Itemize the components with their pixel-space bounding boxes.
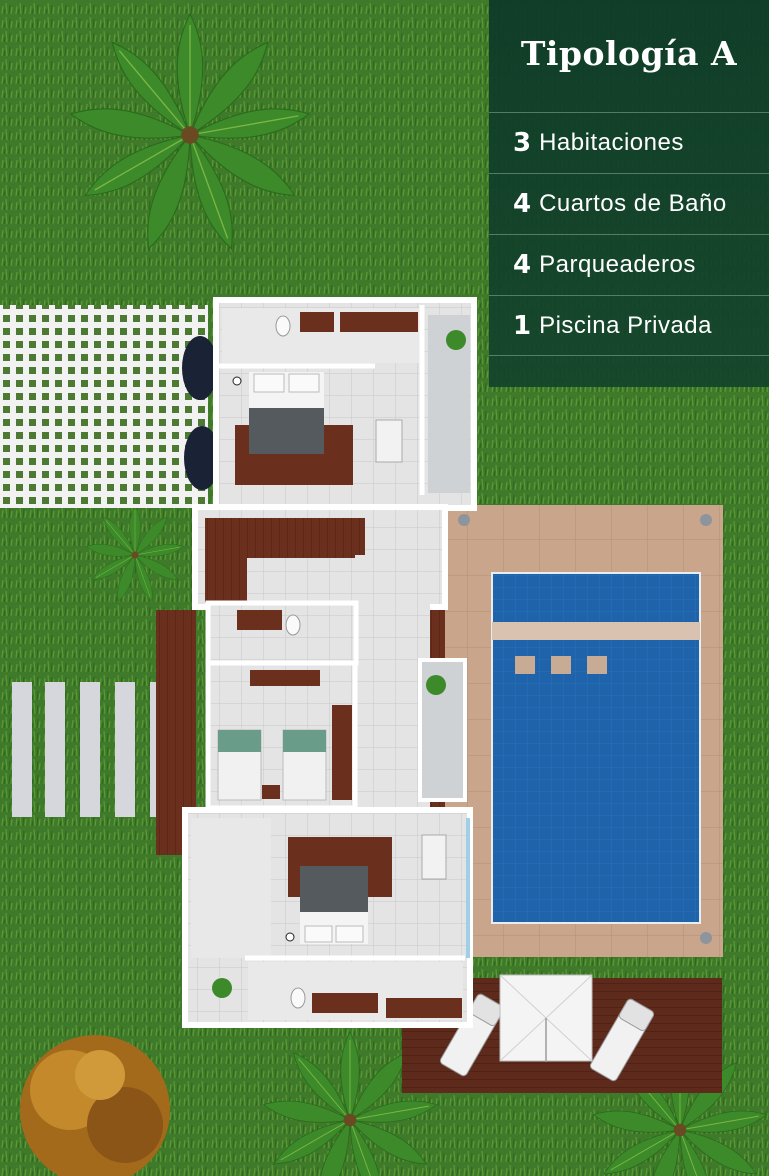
feature-row-bathrooms: 4 Cuartos de Baño xyxy=(489,173,769,234)
plant-pot xyxy=(212,978,232,998)
wardrobe xyxy=(340,312,418,332)
feature-row-bedrooms: 3 Habitaciones xyxy=(489,112,769,173)
hallway xyxy=(355,555,430,815)
pool-step-1 xyxy=(515,656,535,674)
toilet xyxy=(275,315,291,337)
desk-middle xyxy=(250,670,320,686)
pillow xyxy=(335,925,364,943)
desk-bottom xyxy=(421,834,447,880)
vanity-middle xyxy=(237,610,282,630)
wardrobe-bottom xyxy=(386,998,462,1018)
vanity-top xyxy=(300,312,334,332)
toilet xyxy=(285,614,301,636)
umbrella xyxy=(499,974,593,1062)
feature-label: Cuartos de Baño xyxy=(539,190,727,217)
glass-railing xyxy=(466,818,470,958)
feature-label: Piscina Privada xyxy=(539,311,713,339)
feature-row-pool: 1 Piscina Privada xyxy=(489,295,769,356)
vanity-bottom xyxy=(312,993,378,1013)
pillow xyxy=(288,373,320,393)
plant-pot xyxy=(446,330,466,350)
car-top xyxy=(182,336,218,400)
twin-bed-right-blanket xyxy=(283,730,326,752)
toilet xyxy=(290,987,306,1009)
sun-lounger-right xyxy=(589,998,655,1082)
pillow xyxy=(253,373,285,393)
typology-title: Tipología A xyxy=(520,34,738,73)
feature-row-parking: 4 Parqueaderos xyxy=(489,234,769,295)
staircase xyxy=(247,518,365,558)
typology-info-panel: Tipología A 3 Habitaciones 4 Cuartos de … xyxy=(489,0,769,387)
grass-paver-parking xyxy=(0,305,208,508)
pool-step-3 xyxy=(587,656,607,674)
closet-middle xyxy=(332,705,352,800)
feature-count: 3 xyxy=(513,128,532,158)
stepping-stones xyxy=(12,682,158,817)
pool-ledge xyxy=(492,622,700,640)
plant-pot xyxy=(426,675,446,695)
pool-step-2 xyxy=(551,656,571,674)
feature-label: Habitaciones xyxy=(539,129,684,156)
autumn-tree-bottom-left xyxy=(20,1035,170,1176)
lamp-top xyxy=(232,376,242,386)
pool-light xyxy=(700,932,712,944)
pool-light xyxy=(700,514,712,526)
nightstand xyxy=(262,785,280,799)
twin-bed-left-blanket xyxy=(218,730,261,752)
lower-terrace xyxy=(191,818,271,958)
feature-count: 1 xyxy=(513,310,532,341)
car-bottom xyxy=(184,426,220,490)
feature-label: Parqueaderos xyxy=(539,251,696,278)
pool-light xyxy=(458,514,470,526)
feature-count: 4 xyxy=(513,189,532,219)
lamp-bottom xyxy=(285,932,295,942)
desk-top xyxy=(375,419,403,463)
staircase-wall xyxy=(205,518,247,602)
pillow xyxy=(304,925,333,943)
house-floor-plan xyxy=(182,297,477,1028)
feature-count: 4 xyxy=(513,250,532,280)
